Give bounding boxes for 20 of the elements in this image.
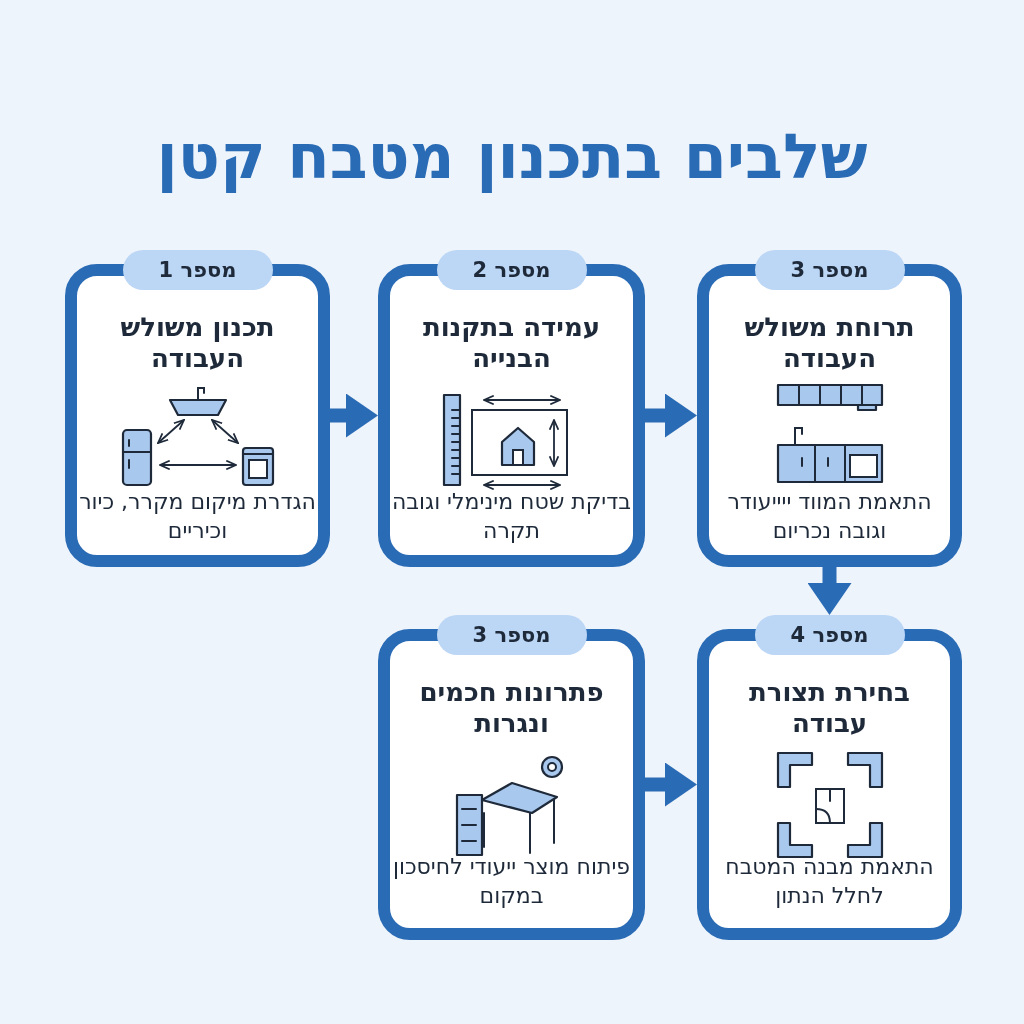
card-heading: עמידה בתקנות הבנייה <box>421 312 602 375</box>
step-badge: מספר 4 <box>754 615 905 655</box>
step-badge: מספר 3 <box>436 615 587 655</box>
title: שלבים בתכנון מטבח קטן <box>155 120 869 195</box>
card-text: הגדרת מיקום מקרר, כיור וכיריים <box>78 488 317 545</box>
card-heading: תרוחת משולש העבודה <box>743 312 916 375</box>
arrow <box>645 393 697 438</box>
card-text: התאמת המווד ייייעודר וגובה נכריום <box>726 488 933 545</box>
arrow <box>807 567 852 615</box>
card-text: פיתוח מוצר ייעודי לחיסכון במקום <box>391 853 632 910</box>
card-heading: תכנון משולש העבודה <box>119 312 276 375</box>
card-heading: בחירת תצורת עבודה <box>748 677 911 740</box>
card-text: התאמת מבנה המטבח לחלל הנתון <box>724 853 935 910</box>
card-text: בדיקת שטח מינימלי וגובה תקרה <box>391 488 632 545</box>
arrow <box>645 762 697 807</box>
step-badge: מספר 1 <box>122 250 273 290</box>
card-heading: פתרונות חכמים ונגרות <box>418 677 605 740</box>
step-badge: מספר 3 <box>754 250 905 290</box>
step-badge: מספר 2 <box>436 250 587 290</box>
arrow <box>330 393 378 438</box>
